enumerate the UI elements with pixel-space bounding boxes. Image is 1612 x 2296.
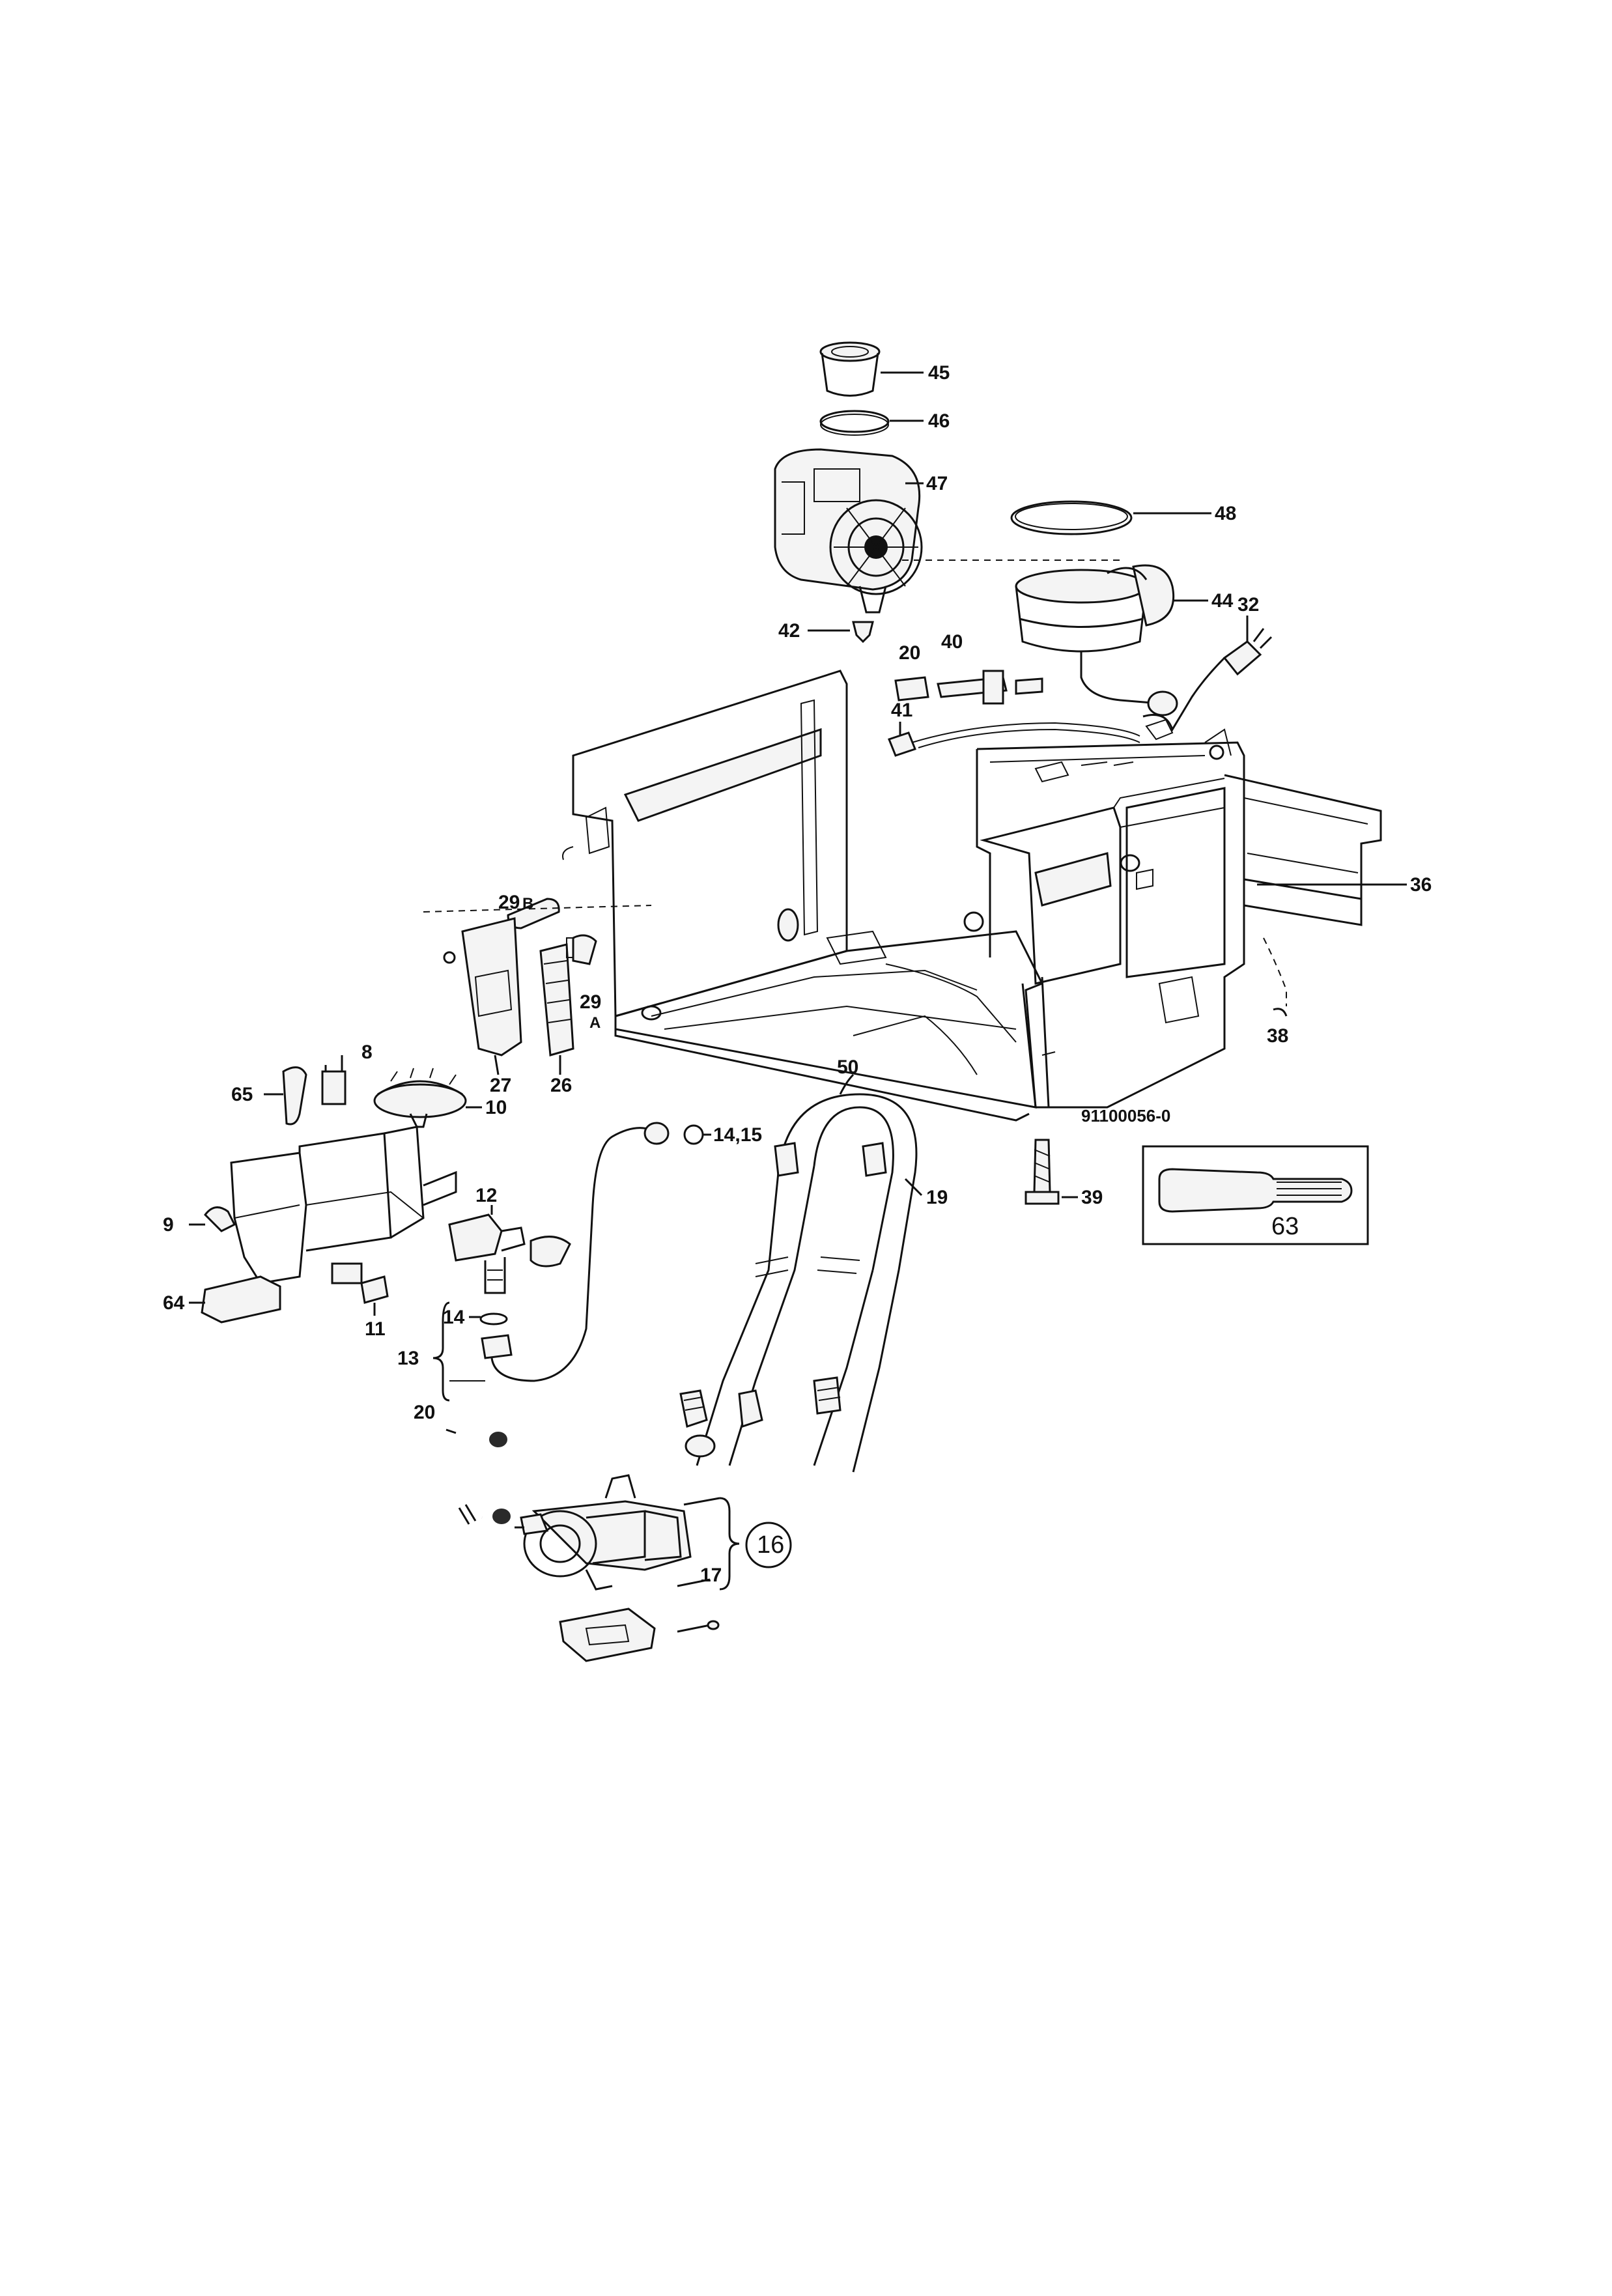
part-26-terminal-block [539, 937, 587, 1056]
axis-29 [423, 905, 652, 913]
label-29b: 29 [498, 892, 520, 913]
part-9-clamp [204, 1206, 236, 1232]
label-38: 38 [1267, 1025, 1288, 1047]
label-29b-sub: B [522, 895, 533, 913]
part-29a-switch [572, 934, 597, 965]
label-29a-sub: A [589, 1014, 601, 1032]
label-39: 39 [1081, 1187, 1103, 1208]
part-12-inlet [448, 1213, 571, 1294]
label-26: 26 [550, 1075, 572, 1096]
part-20-grommet-top [894, 676, 929, 702]
part-16-drain-pump [515, 1474, 692, 1591]
leader-19 [904, 1178, 923, 1197]
part-20-hose-bottom [425, 1432, 511, 1525]
label-20-top: 20 [899, 642, 920, 664]
label-48: 48 [1215, 503, 1236, 524]
tool-63-box [1142, 1145, 1369, 1245]
part-48-band [1010, 500, 1133, 535]
label-41: 41 [891, 700, 912, 721]
label-63: 63 [1271, 1213, 1299, 1240]
part-27-bracket [443, 917, 522, 1056]
label-44: 44 [1211, 590, 1234, 612]
part-11-gasket [360, 1275, 389, 1304]
drawing-number: 91100056-0 [1081, 1106, 1170, 1126]
leader-20-bottom [445, 1428, 457, 1434]
label-11: 11 [365, 1318, 386, 1340]
label-13: 13 [397, 1348, 419, 1369]
part-65-clip [282, 1066, 307, 1126]
label-64: 64 [163, 1292, 185, 1314]
label-17: 17 [700, 1565, 722, 1586]
brace-13 [432, 1301, 450, 1402]
part-14-washer [479, 1312, 508, 1325]
part-46-ring [819, 410, 890, 436]
base-frame [562, 670, 1382, 1122]
label-32: 32 [1237, 594, 1259, 616]
part-17-cover [559, 1608, 720, 1662]
label-14: 14 [443, 1307, 465, 1328]
circle-16 [745, 1522, 792, 1568]
leader-27 [494, 1055, 500, 1075]
label-16: 16 [757, 1531, 784, 1559]
label-27: 27 [490, 1075, 511, 1096]
part-50-19-drain-hoses [679, 1093, 918, 1473]
part-8-thermostat [321, 1065, 346, 1105]
label-65: 65 [231, 1084, 253, 1105]
label-50: 50 [837, 1056, 858, 1078]
label-40: 40 [941, 631, 963, 653]
leader-38-dash [1263, 937, 1287, 1006]
label-9: 9 [163, 1214, 174, 1236]
part-47-motor [774, 448, 923, 614]
label-19: 19 [926, 1187, 948, 1208]
leader-17 [677, 1578, 711, 1587]
leader-16a [683, 1497, 720, 1506]
label-47: 47 [926, 473, 948, 494]
part-14-15-washer [683, 1124, 704, 1145]
part-44-sump [1015, 564, 1178, 716]
part-13-hose [481, 1122, 670, 1382]
part-41-hose-clip [888, 722, 1140, 757]
label-8: 8 [361, 1042, 373, 1063]
leader-50 [839, 1073, 855, 1095]
part-38-clip [1273, 1008, 1288, 1017]
part-45-cap [819, 341, 881, 397]
label-10: 10 [485, 1097, 507, 1118]
label-45: 45 [928, 362, 950, 384]
label-46: 46 [928, 410, 950, 432]
label-12: 12 [475, 1185, 497, 1206]
part-39-bolt [1025, 1139, 1060, 1205]
part-40-valve [937, 670, 1043, 705]
part-32-power-cord [1142, 628, 1273, 741]
label-14-15: 14,15 [713, 1124, 762, 1146]
label-20-bottom: 20 [414, 1402, 435, 1423]
part-42-screw [852, 621, 874, 644]
label-36: 36 [1410, 874, 1432, 896]
part-10-pressure-switch [373, 1068, 467, 1128]
label-29a: 29 [580, 991, 601, 1013]
label-42: 42 [778, 620, 800, 642]
part-64-cover [201, 1275, 281, 1324]
heater-bracket [230, 1126, 457, 1284]
brace-16 [719, 1497, 740, 1591]
